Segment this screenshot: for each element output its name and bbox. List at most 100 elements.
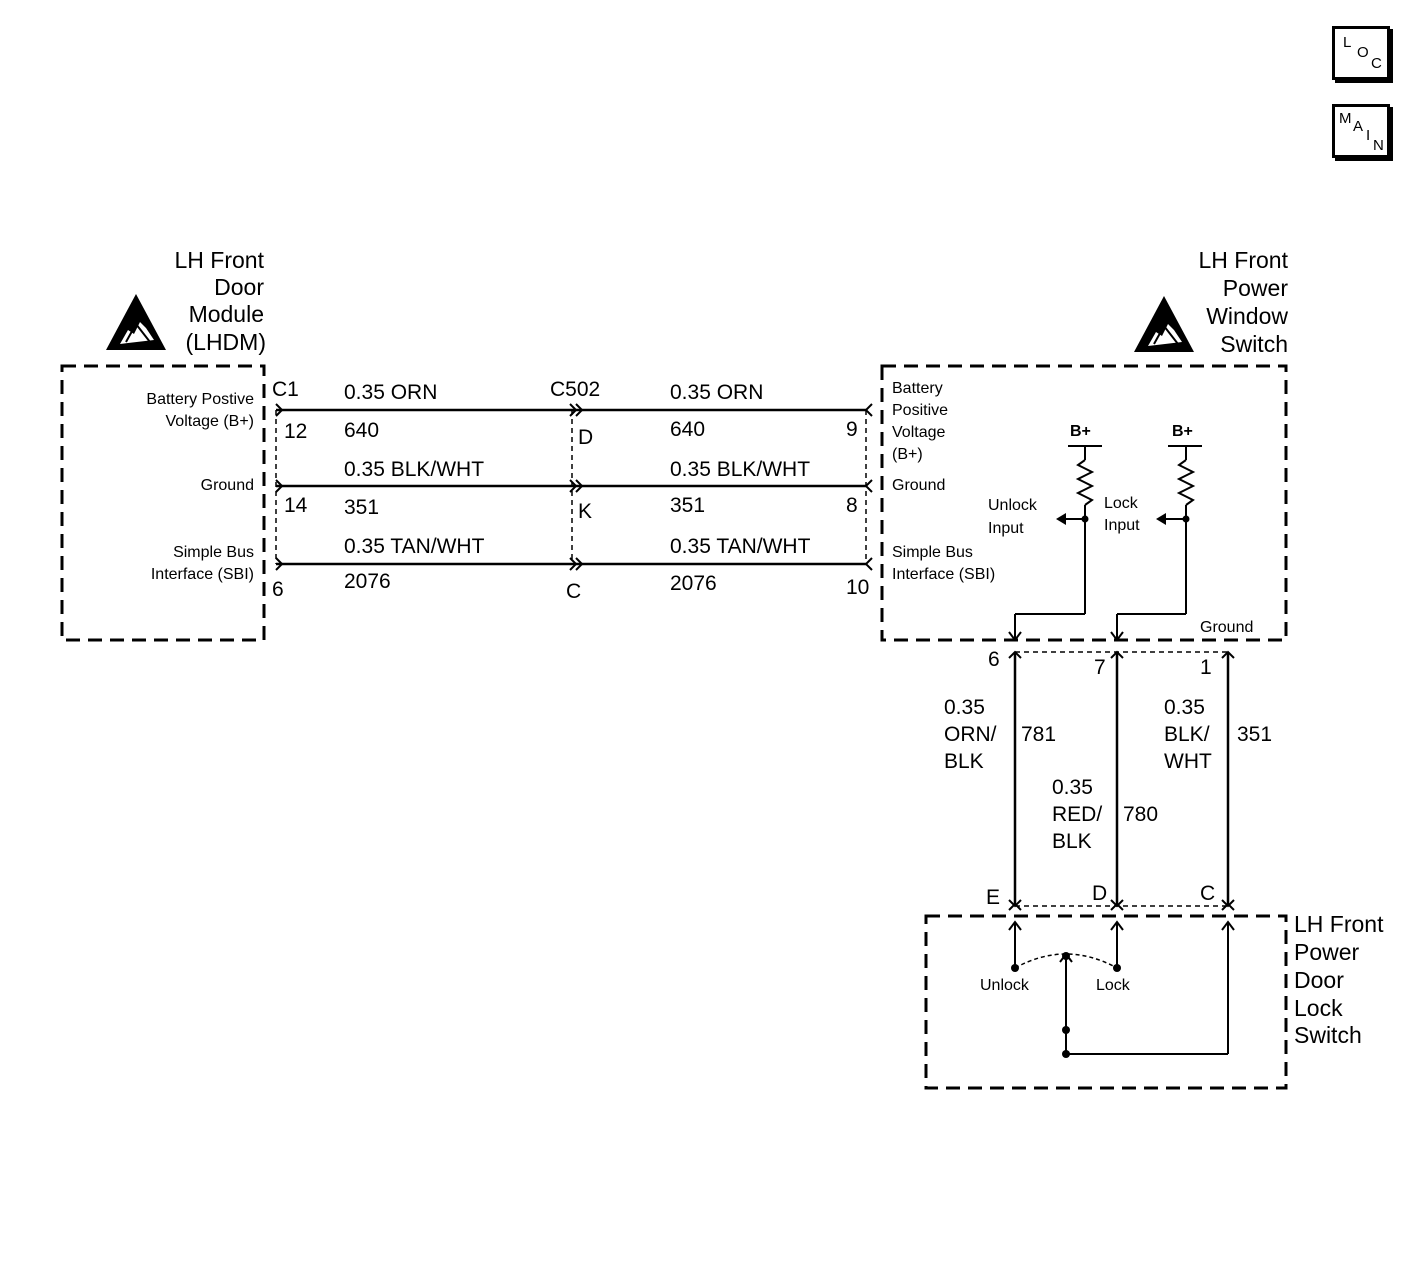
svg-text:BLK/: BLK/ xyxy=(1164,723,1210,746)
window-switch-pin-ground: 8 xyxy=(846,494,858,517)
svg-text:0.35: 0.35 xyxy=(944,696,985,719)
wire-right-ground-color: 0.35 BLK/WHT xyxy=(670,458,810,481)
unlock-input-arrow-icon xyxy=(1056,513,1066,525)
svg-text:Lock: Lock xyxy=(1294,995,1343,1021)
window-switch-pin-sbi: 10 xyxy=(846,576,869,599)
svg-text:Battery: Battery xyxy=(892,380,943,397)
svg-text:0.35: 0.35 xyxy=(1052,776,1093,799)
svg-text:Voltage: Voltage xyxy=(892,424,945,441)
svg-text:Voltage (B+): Voltage (B+) xyxy=(166,413,255,430)
window-switch-pin-lock: 7 xyxy=(1094,656,1106,679)
c502-connector-label: C502 xyxy=(550,378,600,401)
lhdm-box xyxy=(60,364,266,642)
switch-pivot-dot xyxy=(1062,952,1070,960)
svg-text:BLK: BLK xyxy=(944,750,984,773)
door-lock-unlock-label: Unlock xyxy=(980,977,1030,994)
svg-text:Window: Window xyxy=(1206,303,1288,329)
connector-chevrons xyxy=(275,403,873,571)
door-lock-connector-chevrons xyxy=(1008,899,1235,911)
lock-input-label: Lock xyxy=(1104,495,1139,512)
lock-input-arrow-icon xyxy=(1156,513,1166,525)
wire-left-battery-circuit: 640 xyxy=(344,419,379,442)
svg-text:RED/: RED/ xyxy=(1052,803,1102,826)
main-letter-m: M xyxy=(1339,110,1352,127)
lhdm-pin-labels: Battery Postive Voltage (B+) Ground Simp… xyxy=(146,391,254,583)
svg-text:780: 780 xyxy=(1123,803,1158,826)
door-lock-pin-unlock: E xyxy=(986,886,1000,909)
svg-text:781: 781 xyxy=(1021,723,1056,746)
svg-text:Ground: Ground xyxy=(892,477,945,494)
main-button[interactable]: M A I N xyxy=(1332,104,1390,158)
svg-text:BLK: BLK xyxy=(1052,830,1092,853)
svg-text:(LHDM): (LHDM) xyxy=(186,329,267,355)
window-switch-box xyxy=(880,364,1288,642)
window-switch-pin-battery: 9 xyxy=(846,418,858,441)
svg-text:LH Front: LH Front xyxy=(1199,247,1289,273)
wire-left-sbi-color: 0.35 TAN/WHT xyxy=(344,535,485,558)
c502-pin-sbi: C xyxy=(566,580,581,603)
lhdm-pin-sbi: 6 xyxy=(272,578,284,601)
loc-letter-o: O xyxy=(1357,44,1369,61)
window-switch-pin-unlock: 6 xyxy=(988,648,1000,671)
svg-text:Switch: Switch xyxy=(1220,331,1288,357)
lock-junction-dot xyxy=(1182,515,1190,523)
svg-text:WHT: WHT xyxy=(1164,750,1212,773)
lock-b-plus-label: B+ xyxy=(1172,423,1193,440)
lock-pullup-circuit xyxy=(1110,445,1202,642)
svg-text:Interface (SBI): Interface (SBI) xyxy=(151,566,254,583)
vertical-wires xyxy=(1013,652,1230,906)
lock-contact-dot xyxy=(1113,964,1121,972)
svg-text:LH Front: LH Front xyxy=(1294,911,1384,937)
svg-text:Switch: Switch xyxy=(1294,1022,1362,1048)
wire-right-sbi-color: 0.35 TAN/WHT xyxy=(670,535,811,558)
main-letter-a: A xyxy=(1353,118,1364,135)
switch-ground-junction-dot xyxy=(1062,1050,1070,1058)
unlock-pullup-circuit xyxy=(1008,445,1102,642)
c502-pin-ground: K xyxy=(578,500,592,523)
unlock-contact-dot xyxy=(1011,964,1019,972)
svg-text:Power: Power xyxy=(1223,275,1289,301)
svg-text:Ground: Ground xyxy=(201,477,254,494)
c502-pin-battery: D xyxy=(578,426,593,449)
lhdm-connector-label: C1 xyxy=(272,378,299,401)
svg-text:Simple Bus: Simple Bus xyxy=(892,544,973,561)
window-switch-pin-gnd: 1 xyxy=(1200,656,1212,679)
loc-letter-c: C xyxy=(1371,55,1382,72)
wire-left-ground-color: 0.35 BLK/WHT xyxy=(344,458,484,481)
unlock-b-plus-label: B+ xyxy=(1070,423,1091,440)
door-lock-switch-internals xyxy=(1008,920,1235,1055)
unlock-wire-labels: 0.35 ORN/ BLK 781 xyxy=(944,696,1056,773)
unlock-input-label-2: Input xyxy=(988,520,1024,537)
loc-button[interactable]: L O C xyxy=(1332,26,1390,80)
wire-left-battery-color: 0.35 ORN xyxy=(344,381,437,404)
lock-wire-labels: 0.35 RED/ BLK 780 xyxy=(1052,776,1158,853)
window-switch-pin-labels: Battery Positive Voltage (B+) Ground Sim… xyxy=(892,380,995,583)
door-lock-pin-lock: D xyxy=(1092,882,1107,905)
wire-right-battery-circuit: 640 xyxy=(670,418,705,441)
svg-text:Power: Power xyxy=(1294,939,1360,965)
wire-left-ground-circuit: 351 xyxy=(344,496,379,519)
main-letter-i: I xyxy=(1366,127,1371,144)
door-lock-switch-box xyxy=(924,914,1288,1090)
wire-left-sbi-circuit: 2076 xyxy=(344,570,391,593)
lhdm-title: LH Front Door Module (LHDM) xyxy=(175,247,266,355)
main-letter-n: N xyxy=(1373,137,1384,154)
window-switch-title: LH Front Power Window Switch xyxy=(1199,247,1289,357)
lhdm-pin-ground: 14 xyxy=(284,494,308,517)
svg-text:(B+): (B+) xyxy=(892,446,923,463)
svg-text:LH Front: LH Front xyxy=(175,247,265,273)
svg-text:Interface (SBI): Interface (SBI) xyxy=(892,566,995,583)
lhdm-pin-battery: 12 xyxy=(284,420,307,443)
ground-wire-labels: 0.35 BLK/ WHT 351 xyxy=(1164,696,1272,773)
unlock-input-label: Unlock xyxy=(988,497,1038,514)
unlock-junction-dot xyxy=(1081,515,1089,523)
svg-text:ORN/: ORN/ xyxy=(944,723,997,746)
esd-warning-icon xyxy=(1133,295,1195,353)
esd-warning-icon xyxy=(105,293,167,351)
wire-right-sbi-circuit: 2076 xyxy=(670,572,717,595)
svg-text:351: 351 xyxy=(1237,723,1272,746)
svg-text:Battery Postive: Battery Postive xyxy=(146,391,254,408)
loc-letter-l: L xyxy=(1343,34,1352,51)
wire-right-battery-color: 0.35 ORN xyxy=(670,381,763,404)
